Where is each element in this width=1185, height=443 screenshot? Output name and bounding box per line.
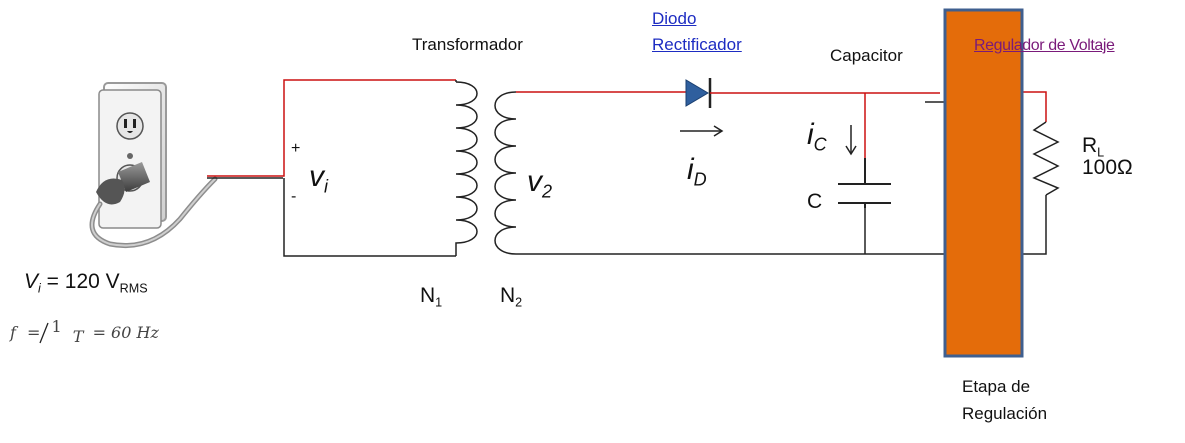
regulator-block [943, 8, 1024, 358]
power-plug-icon [89, 162, 218, 249]
stage-label-line1: Etapa de [962, 377, 1031, 396]
freq-val: = 60 Hz [92, 323, 159, 342]
n1-label: N1 [420, 284, 442, 309]
id-label: iD [687, 153, 707, 190]
plus-sign: + [291, 140, 301, 157]
transformer-label: Transformador [412, 35, 523, 54]
rl-value: 100Ω [1082, 156, 1133, 179]
n1-sub: 1 [435, 295, 443, 310]
transformer-secondary-coil [494, 91, 517, 255]
freq-eq: = [27, 323, 41, 342]
source-voltage-label: Vi = 120 VRMS [24, 270, 148, 295]
diode-link-line2[interactable]: Rectificador [652, 35, 742, 54]
ic-sub: C [813, 134, 827, 155]
stage-label-line2: Regulación [962, 404, 1048, 423]
diode-current-arrow [680, 125, 724, 137]
freq-f: f [10, 323, 16, 342]
capacitor-symbol [838, 158, 891, 208]
vi-label: vi [309, 160, 328, 197]
freq-num: 1 [51, 317, 62, 336]
capacitor-label: Capacitor [830, 46, 903, 65]
capacitor-current-arrow [845, 125, 857, 156]
frequency-formula: f = 1 T = 60 Hz [10, 317, 159, 346]
freq-fraction-slash [39, 322, 49, 344]
source-unit: RMS [119, 281, 148, 296]
secondary-wires [516, 91, 1047, 255]
transformer-primary-coil [455, 80, 478, 256]
ic-main: i [807, 118, 814, 151]
n2-label: N2 [500, 284, 522, 309]
v2-sub: 2 [542, 181, 553, 202]
source-v: V [24, 270, 39, 293]
n2-sub: 2 [515, 295, 523, 310]
rl-sub: L [1097, 145, 1105, 160]
freq-den: T [72, 327, 84, 346]
primary-wires [207, 79, 456, 257]
minus-sign: - [291, 188, 297, 205]
vi-sub: i [324, 176, 328, 197]
rl-label: RL [1082, 134, 1104, 159]
source-v-sub: i [38, 281, 41, 296]
ic-label: iC [807, 118, 827, 155]
id-sub: D [693, 169, 707, 190]
vi-main: v [309, 160, 324, 193]
n2-main: N [500, 284, 516, 307]
capacitor-name: C [807, 190, 823, 213]
diode-symbol [673, 78, 735, 108]
diode-link-line1[interactable]: Diodo [652, 9, 697, 28]
regulator-link[interactable]: Regulador de Voltaje [974, 37, 1115, 54]
v2-main: v [527, 165, 542, 198]
n1-main: N [420, 284, 436, 307]
wall-outlet-icon [98, 82, 167, 229]
source-eq: = 120 V [46, 270, 120, 293]
id-main: i [687, 153, 694, 186]
v2-label: v2 [527, 165, 552, 202]
rl-main: R [1082, 134, 1098, 157]
load-resistor-symbol [1032, 121, 1060, 196]
